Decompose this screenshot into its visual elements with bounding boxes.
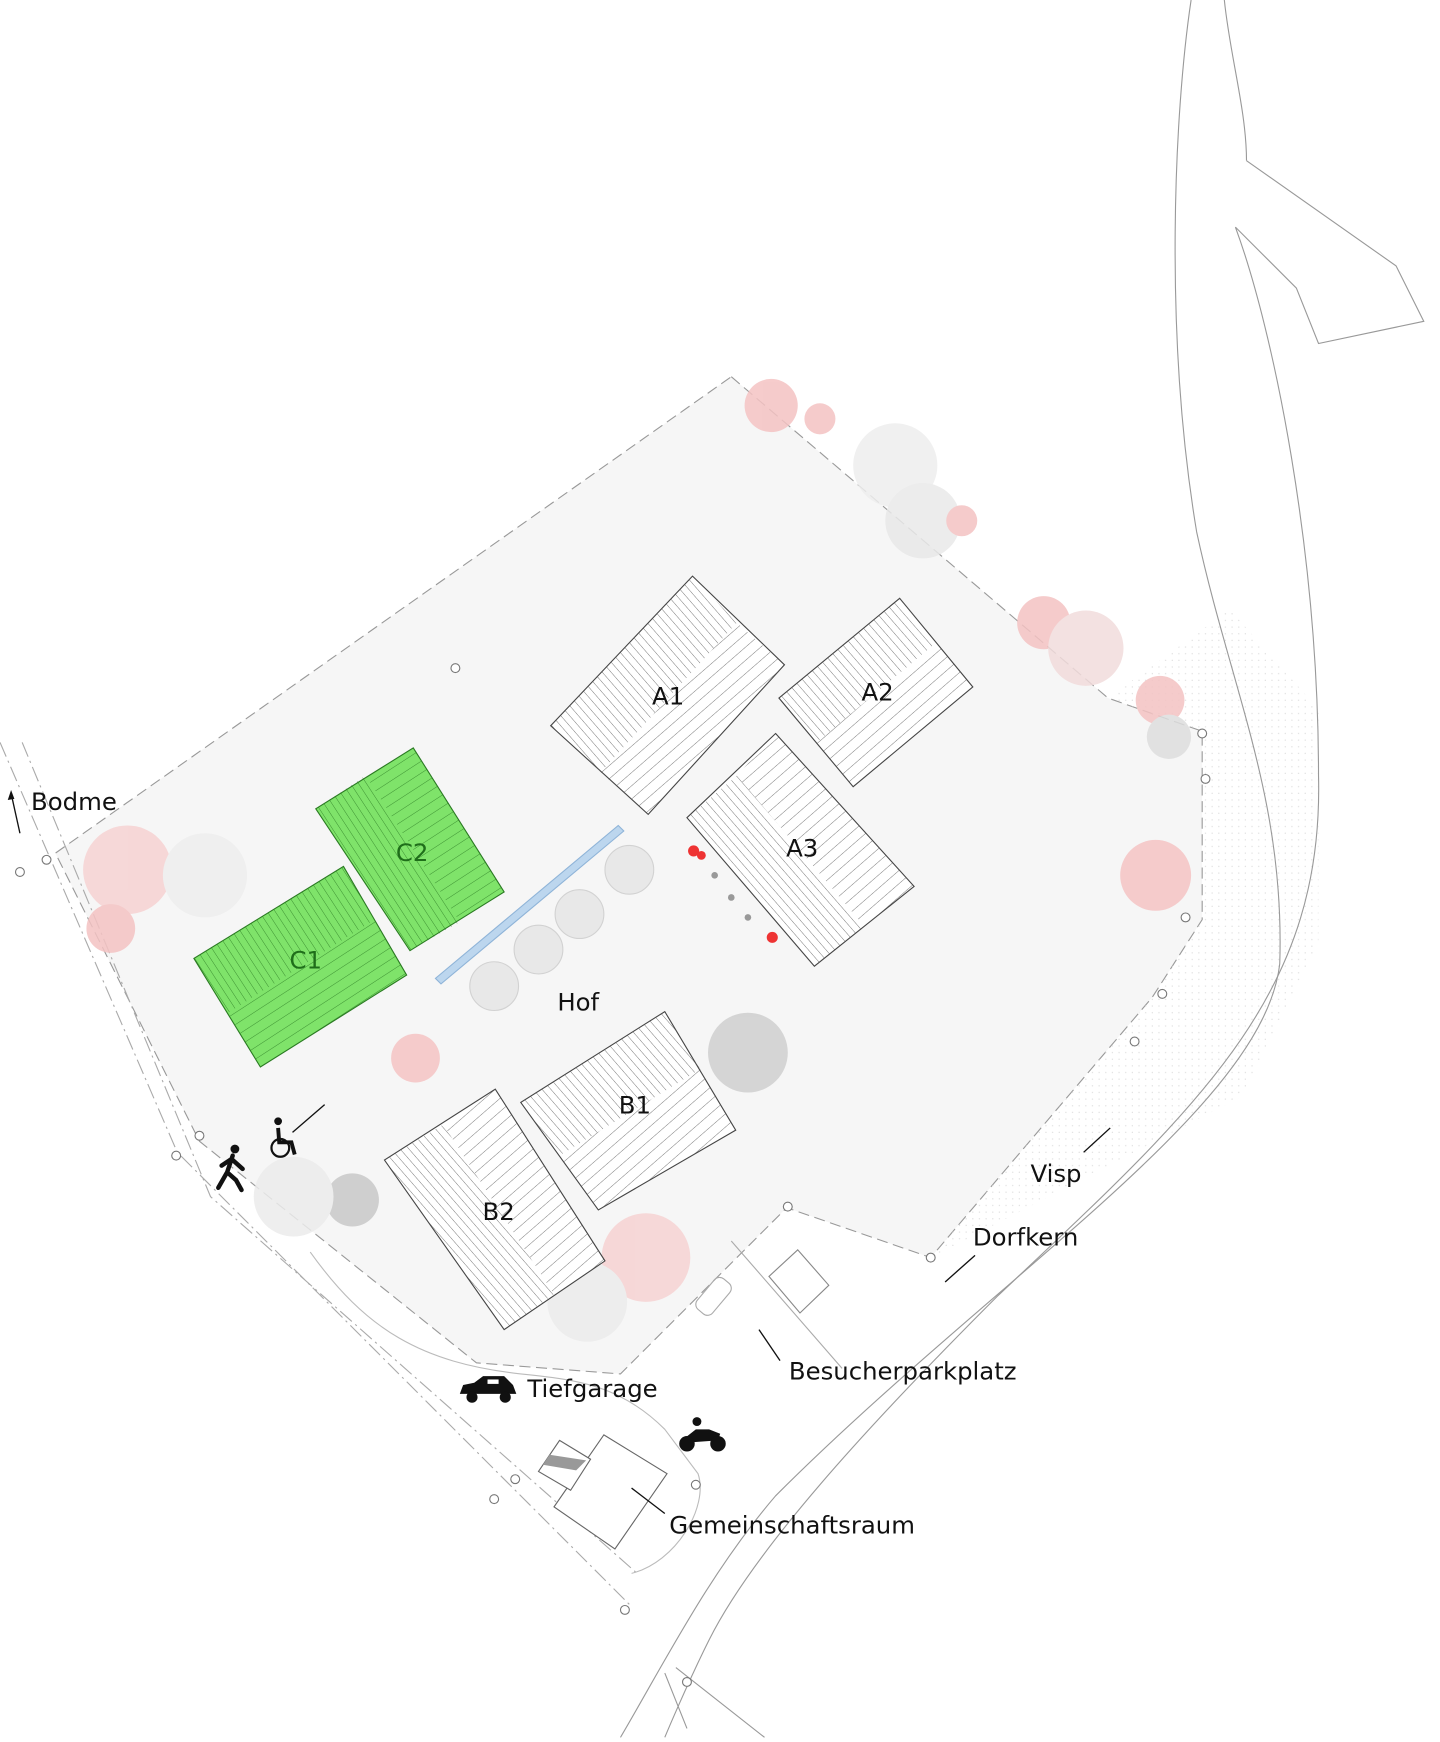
- direction-label-visp: Visp: [1030, 1159, 1081, 1188]
- arrow-dorfkern: [944, 1254, 976, 1283]
- building-label: B1: [619, 1091, 651, 1120]
- building-label: C1: [290, 945, 323, 974]
- courtyard-label: Hof: [557, 987, 600, 1016]
- arrow-parking: [758, 1329, 781, 1361]
- building-A2[interactable]: A2: [778, 597, 974, 788]
- building-A3[interactable]: A3: [686, 732, 915, 967]
- building-C1[interactable]: C1: [193, 865, 408, 1068]
- wheelchair-icon: [270, 1104, 326, 1158]
- pedestrian-icon: [216, 1144, 245, 1193]
- community-room-label: Gemeinschaftsraum: [669, 1510, 915, 1539]
- direction-label-bodme: Bodme: [31, 787, 117, 816]
- arrow-community-room: [631, 1487, 666, 1515]
- building-B2[interactable]: B2: [383, 1088, 606, 1331]
- garage-ramp: [309, 1251, 701, 1574]
- building-A1[interactable]: A1: [549, 575, 786, 816]
- water-channel: [434, 824, 625, 985]
- building-label: C2: [396, 838, 429, 867]
- direction-label-dorfkern: Dorfkern: [973, 1222, 1079, 1251]
- community-room-building: [537, 1434, 668, 1550]
- arrow-bodme: [10, 793, 21, 834]
- side-road-upper: [1223, 0, 1248, 161]
- visitor-parking-label: Besucherparkplatz: [789, 1356, 1017, 1385]
- main-road-east-edge: [664, 160, 1425, 1738]
- planting-strip: [688, 845, 778, 943]
- visitor-parking-area: [695, 1240, 843, 1369]
- building-label: A2: [861, 677, 893, 706]
- building-B1[interactable]: B1: [519, 1010, 737, 1211]
- building-label: A1: [652, 682, 684, 711]
- building-C2[interactable]: C2: [315, 747, 505, 952]
- main-road-west-edge: [620, 0, 1281, 1738]
- east-meadow: [930, 609, 1319, 1258]
- trees: [83, 378, 1192, 1342]
- underground-garage-label: Tiefgarage: [526, 1374, 657, 1403]
- building-label: A3: [786, 833, 818, 862]
- boundary-markers: [14, 663, 1211, 1687]
- car-icon: [459, 1376, 517, 1403]
- motorbike-icon: [679, 1417, 726, 1452]
- arrow-visp: [1083, 1127, 1111, 1153]
- building-label: B2: [482, 1197, 514, 1226]
